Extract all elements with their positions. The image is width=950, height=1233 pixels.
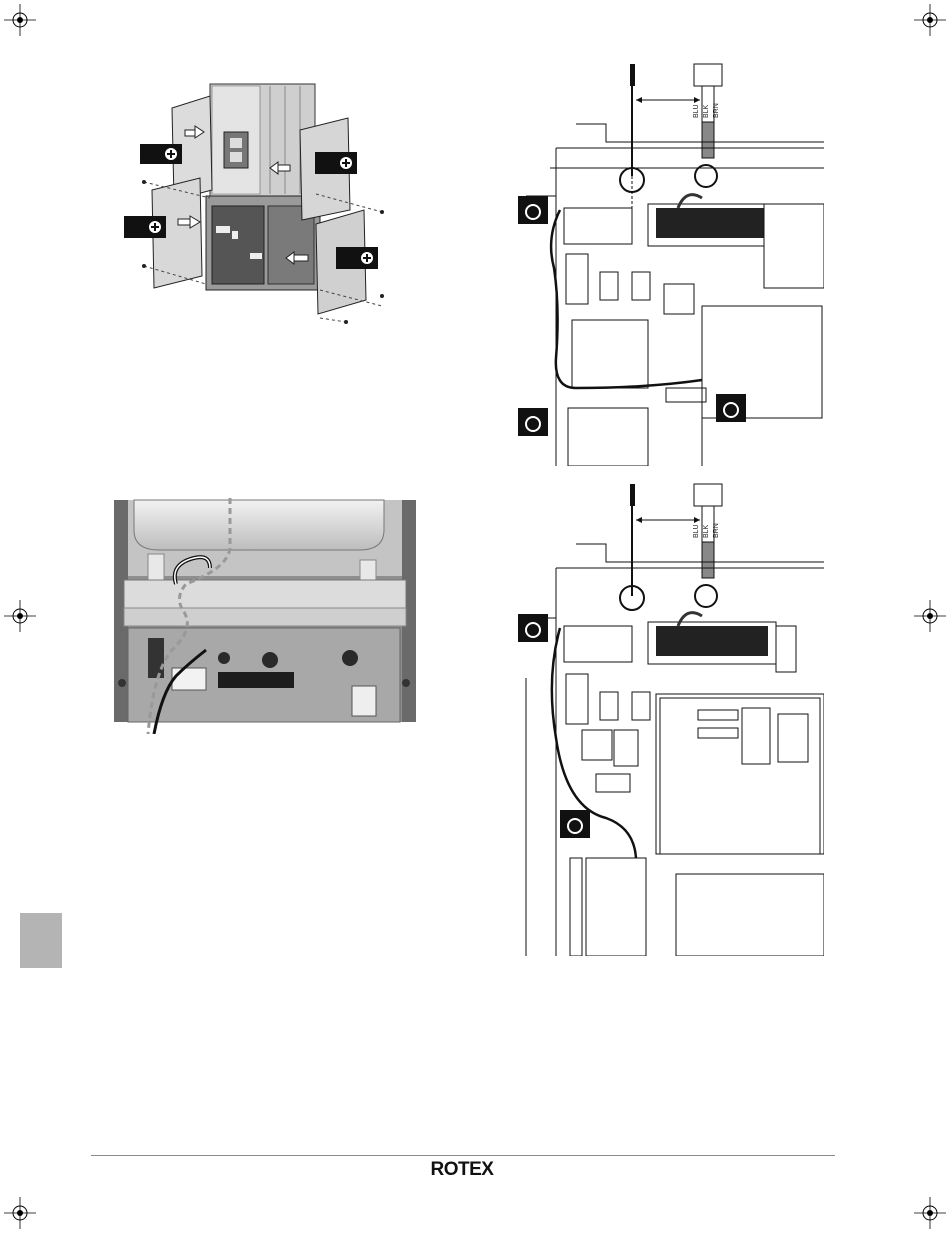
wire-label-brn: BRN bbox=[713, 103, 720, 118]
crop-mark-mid-right bbox=[910, 596, 950, 636]
cable-tie-marker-3 bbox=[716, 394, 746, 422]
wire-label-blu: BLU bbox=[693, 524, 700, 538]
cable-tie-marker-4 bbox=[518, 614, 548, 642]
crop-mark-top-left bbox=[0, 0, 40, 40]
screw-symbol-2 bbox=[315, 152, 357, 174]
screw-symbol-3 bbox=[124, 216, 166, 238]
wire-label-blu: BLU bbox=[693, 104, 700, 118]
crop-mark-top-right bbox=[910, 0, 950, 40]
crop-mark-mid-left bbox=[0, 596, 40, 636]
wire-label-blk: BLK bbox=[703, 104, 710, 118]
crop-mark-bottom-left bbox=[0, 1193, 40, 1233]
chapter-tab bbox=[20, 913, 62, 968]
open-unit-photo bbox=[114, 488, 416, 734]
screw-symbol-1 bbox=[140, 144, 182, 164]
footer-rule bbox=[91, 1155, 835, 1156]
screw-symbol-4 bbox=[336, 247, 378, 269]
cable-tie-marker-2 bbox=[518, 408, 548, 436]
rotex-logo: ROTEX bbox=[430, 1158, 494, 1182]
panel-removal-figure bbox=[120, 78, 400, 326]
wire-label-brn: BRN bbox=[713, 523, 720, 538]
wiring-diagram-top: BLU BLK BRN bbox=[516, 58, 824, 466]
wiring-diagram-bottom: BLU BLK BRN bbox=[516, 478, 824, 956]
cable-tie-marker-1 bbox=[518, 196, 548, 224]
crop-mark-bottom-right bbox=[910, 1193, 950, 1233]
cable-tie-marker-5 bbox=[560, 810, 590, 838]
wire-label-blk: BLK bbox=[703, 524, 710, 538]
